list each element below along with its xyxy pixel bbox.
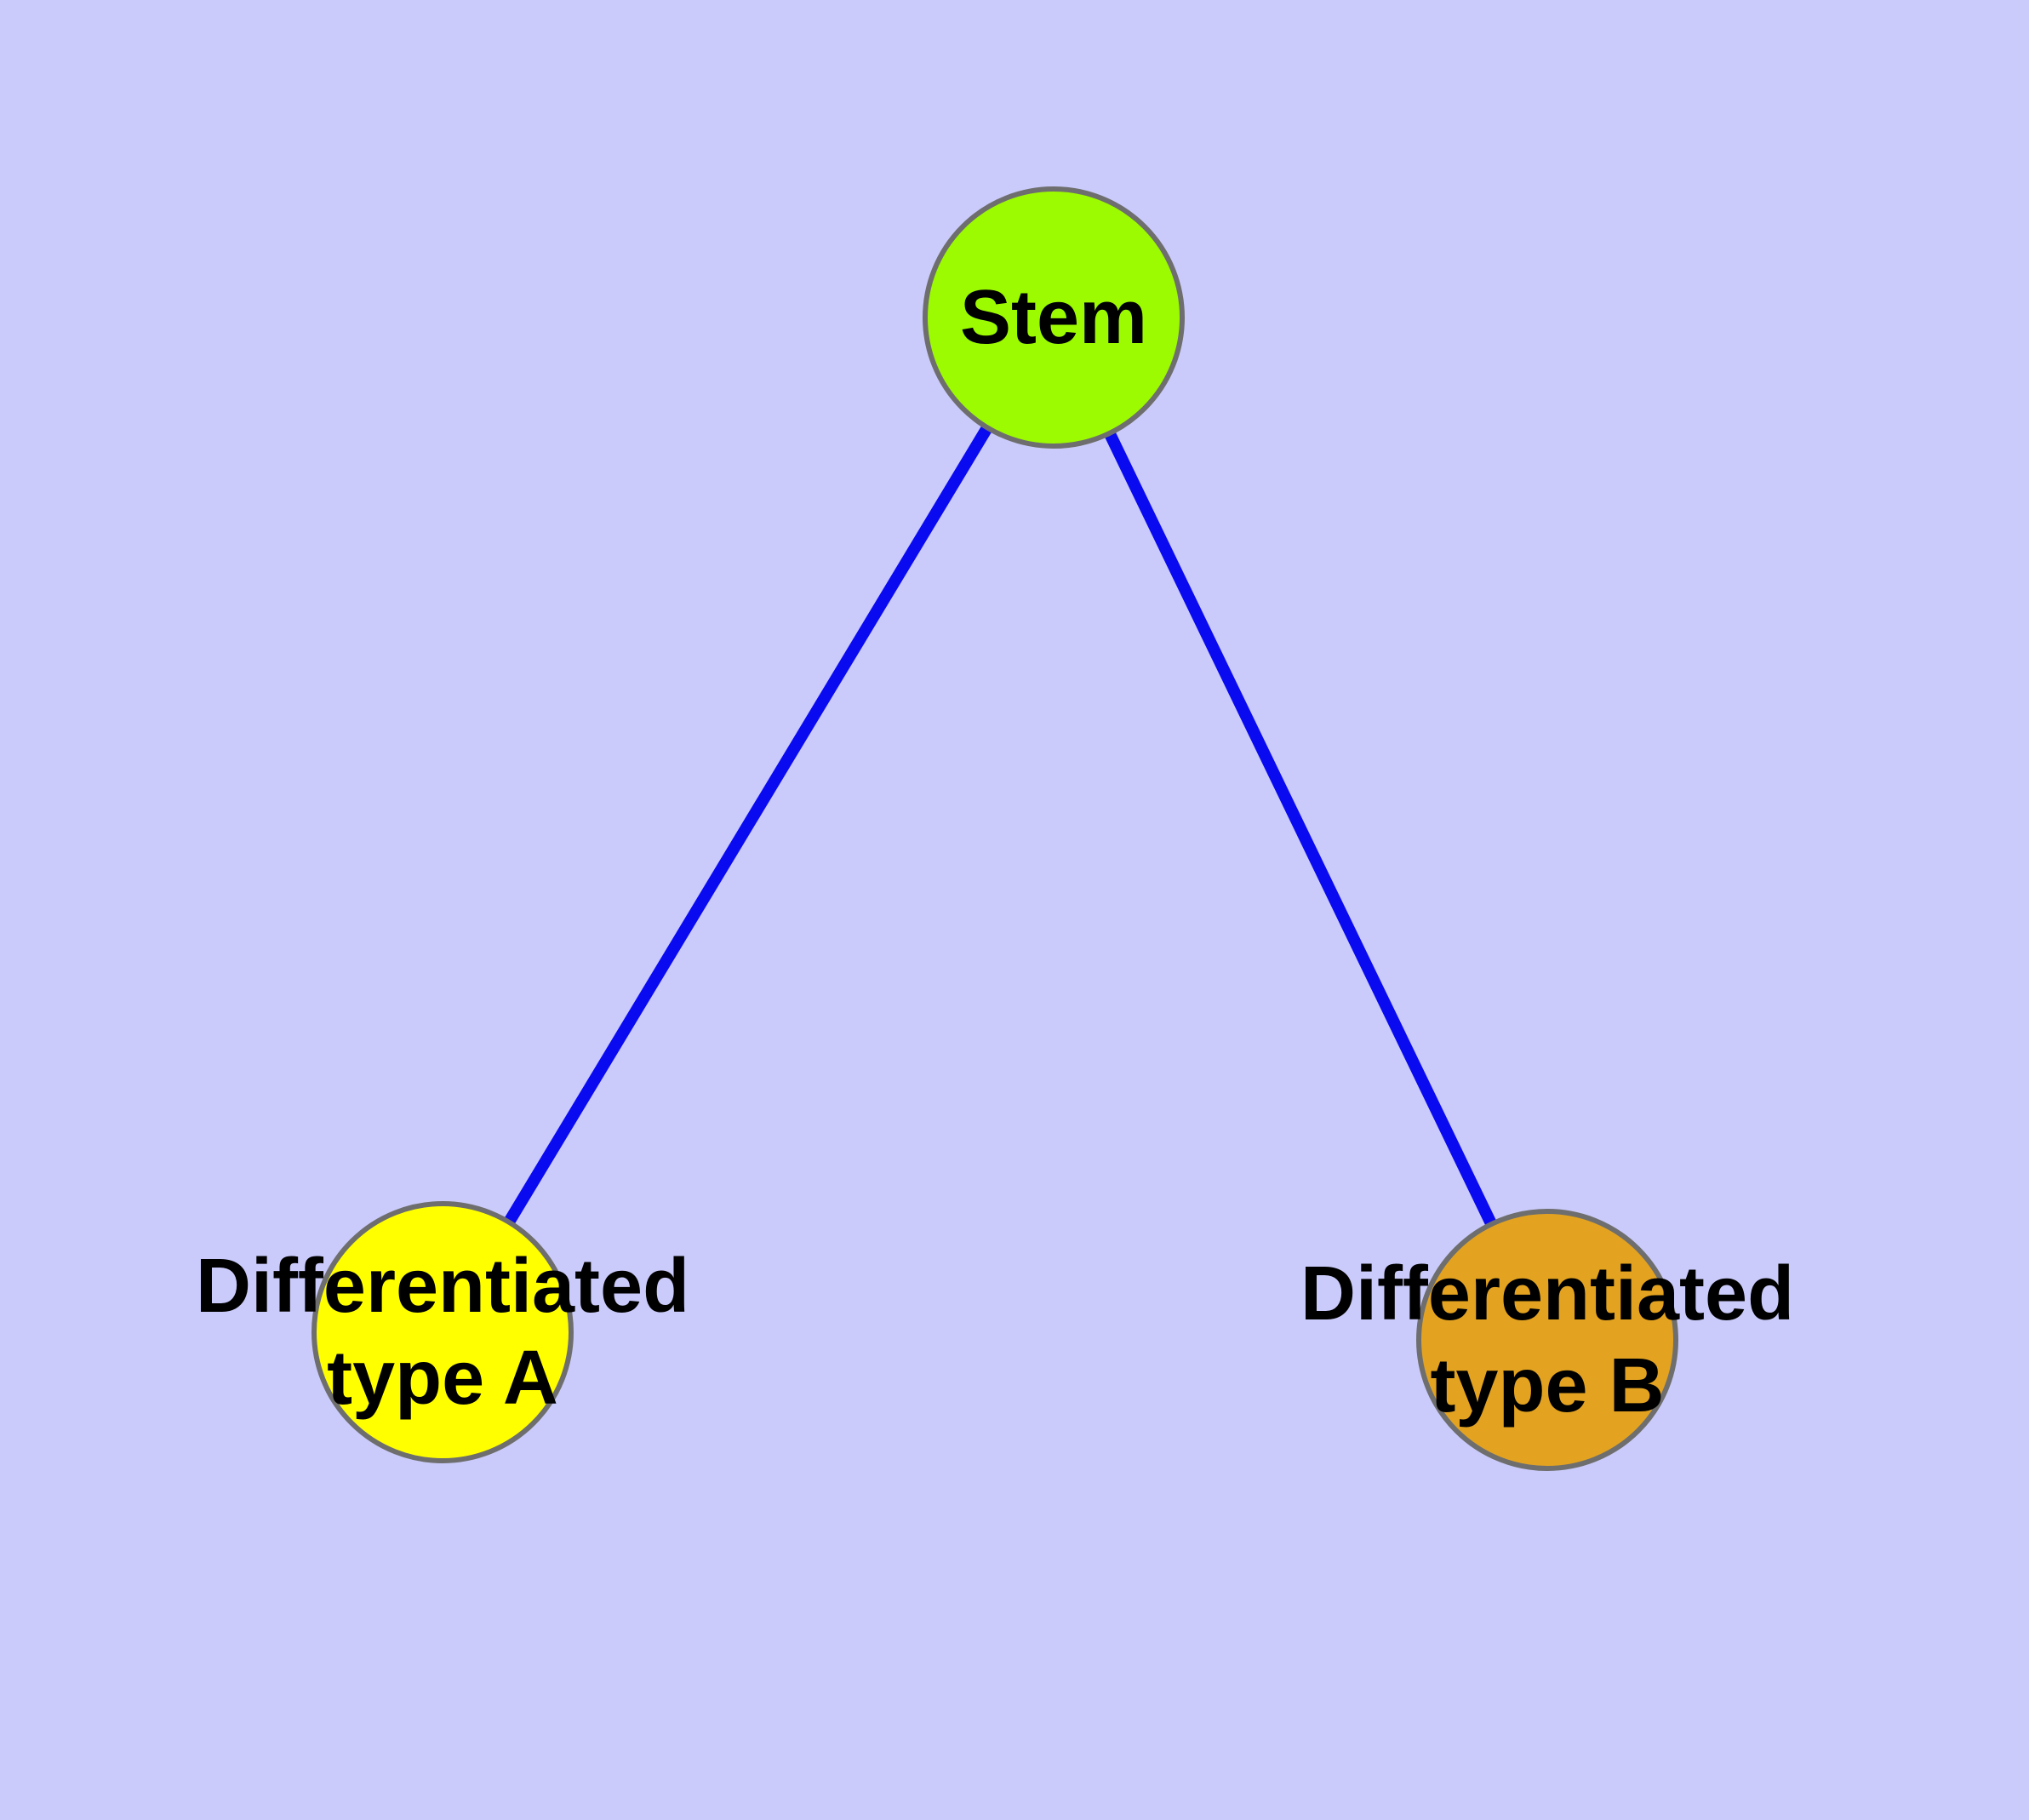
differentiated-type-a-node-label: Differentiated type A (196, 1240, 689, 1424)
stem-label-line: Stem (959, 275, 1148, 360)
differentiated-type-b-node-label: Differentiated type B (1300, 1248, 1794, 1432)
differentiated-type-b-node-circle (1416, 1209, 1678, 1471)
stem-node-circle (923, 186, 1185, 449)
edge-stem-to-type-b (1048, 314, 1553, 1343)
type-a-label-line-1: Differentiated (195, 1244, 690, 1329)
type-b-label-line-1: Differentiated (1300, 1251, 1795, 1336)
edge-stem-to-type-a (437, 314, 1059, 1336)
stem-node-label: Stem (960, 272, 1147, 363)
differentiated-type-a-node-circle (311, 1201, 574, 1463)
type-b-label-line-2: type B (1430, 1343, 1665, 1428)
type-a-label-line-2: type A (327, 1336, 558, 1421)
